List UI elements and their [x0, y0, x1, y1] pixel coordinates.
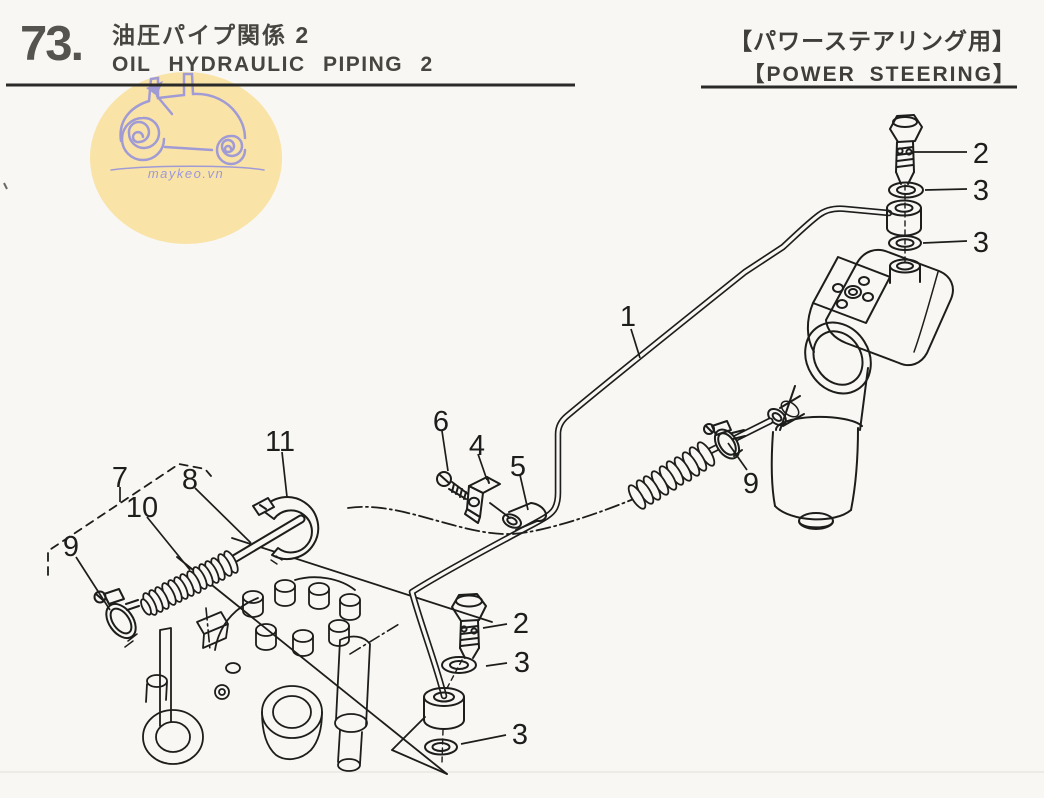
leader-2-bottom: [482, 623, 508, 629]
subtitle-en: 【POWER STEERING】: [743, 63, 1016, 86]
hidden-hose-line: [347, 497, 637, 535]
callout-7: 7: [112, 462, 128, 494]
steering-unit: [774, 248, 954, 431]
leader-3-bottom-upper: [485, 662, 508, 667]
leader-9-left: [75, 556, 111, 611]
group-7-bracket: [47, 463, 212, 576]
leader-lines: [75, 151, 968, 745]
washer-top-lower: [888, 235, 922, 251]
callout-6: 6: [433, 406, 449, 438]
leader-5: [519, 474, 529, 511]
section-number: 73.: [20, 17, 84, 71]
tractor-icon: [110, 72, 265, 171]
subtitle-jp: 【パワーステアリング用】: [729, 28, 1016, 54]
callout-9-left: 9: [63, 531, 79, 563]
callout-2-bottom: 2: [513, 608, 529, 640]
callout-5: 5: [510, 451, 526, 483]
callout-3-bottom-lower: 3: [512, 719, 528, 751]
callout-3-bottom-upper: 3: [514, 647, 530, 679]
watermark-text: maykeo.vn: [148, 166, 224, 181]
unit-port-boss: [889, 258, 921, 284]
leader-3-top-lower: [922, 240, 968, 244]
callout-2-top: 2: [973, 138, 989, 170]
header-right: 【パワーステアリング用】 【POWER STEERING】: [729, 22, 1016, 88]
rubber-sleeve-5: [502, 502, 547, 531]
page-title-jp: 油圧パイプ関係 2: [112, 22, 311, 48]
callout-10: 10: [126, 492, 158, 524]
leader-10: [146, 516, 191, 571]
callout-3-top-lower: 3: [973, 227, 989, 259]
pipe-clamp-11: [252, 496, 320, 565]
page-title-en: OIL HYDRAULIC PIPING 2: [112, 53, 434, 76]
spring-guard-10: [140, 550, 239, 616]
banjo-bolt-bottom: [441, 593, 487, 763]
pump-assembly: [142, 576, 426, 772]
leader-4: [477, 453, 488, 481]
banjo-ring-bottom: [423, 687, 465, 730]
washer-top-upper: [888, 181, 924, 199]
callout-9-right: 9: [743, 468, 759, 500]
washer-bottom-lower: [424, 738, 458, 756]
stray-mark: [3, 182, 8, 190]
callout-1: 1: [620, 301, 636, 333]
screw-6: [436, 471, 469, 500]
clamp-bracket-4: [464, 476, 501, 524]
watermark: maykeo.vn: [90, 72, 282, 244]
oil-filter: [770, 427, 859, 530]
leader-8: [194, 487, 252, 544]
leader-1: [630, 328, 641, 359]
leader-6: [441, 430, 449, 472]
header-rules: [6, 83, 1017, 89]
callout-8: 8: [182, 464, 198, 496]
leader-3-top-upper: [924, 188, 968, 191]
leader-9-right: [727, 442, 748, 471]
pipe-1: [408, 205, 893, 700]
washer-bottom-upper: [441, 656, 477, 674]
callout-4: 4: [469, 430, 485, 462]
callout-11: 11: [265, 426, 295, 458]
leader-11: [281, 451, 288, 498]
banjo-bolt-top: [889, 114, 923, 264]
callout-3-top-upper: 3: [973, 175, 989, 207]
watermark-circle: [90, 72, 282, 244]
center-line-pump: [205, 607, 400, 655]
header-left: 油圧パイプ関係 2 OIL HYDRAULIC PIPING 2: [112, 16, 434, 77]
callout-labels: 1 2 3 3 9 6 4 5 11 8 7 10 9 2 3 3: [63, 138, 989, 751]
leader-3-bottom-lower: [460, 734, 507, 745]
banjo-ring-top: [886, 199, 922, 237]
